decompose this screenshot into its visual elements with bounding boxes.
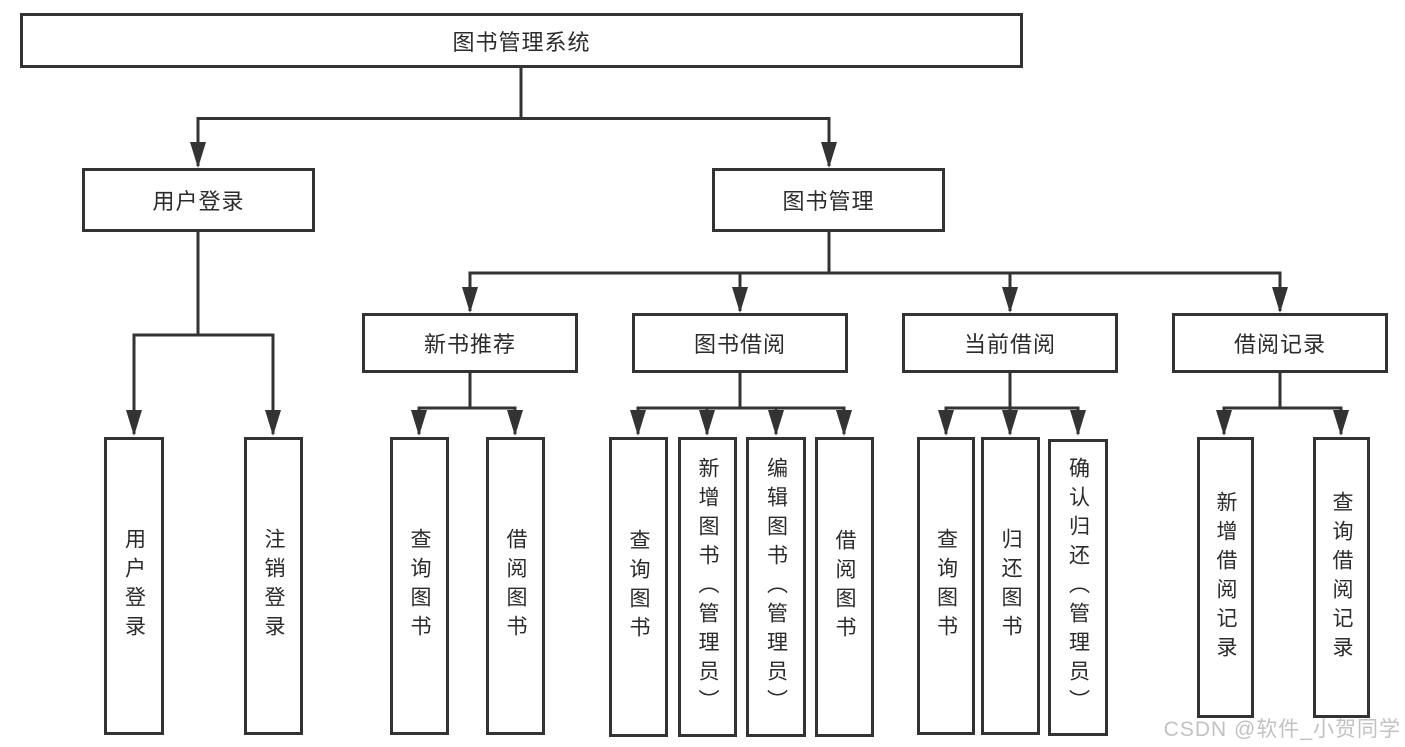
leaf-current-confirm-return-admin: 确认归还（管理员）: [1048, 439, 1108, 736]
leaf-current-query-books: 查询图书: [917, 437, 975, 735]
csdn-watermark: CSDN @软件_小贺同学: [1163, 718, 1401, 741]
node-user-login-label: 用户登录: [152, 189, 245, 214]
leaf-borrowing-edit-books-admin-label: 编辑图书（管理员）: [764, 456, 788, 718]
leaf-borrowing-borrow-books-label: 借阅图书: [833, 529, 856, 645]
leaf-logout-login: 注销登录: [244, 437, 303, 735]
leaf-records-query-record: 查询借阅记录: [1313, 437, 1370, 718]
node-borrowing-records: 借阅记录: [1172, 313, 1388, 373]
leaf-records-add-record-label: 新增借阅记录: [1214, 490, 1237, 665]
leaf-current-query-books-label: 查询图书: [934, 528, 958, 644]
leaf-recommend-query-books-label: 查询图书: [408, 528, 431, 644]
leaf-borrowing-borrow-books: 借阅图书: [815, 437, 874, 737]
node-current-borrowing: 当前借阅: [902, 313, 1118, 373]
node-user-login: 用户登录: [82, 168, 315, 232]
leaf-current-return-books: 归还图书: [981, 437, 1040, 735]
leaf-logout-login-label: 注销登录: [262, 528, 285, 644]
node-book-borrowing: 图书借阅: [632, 313, 848, 373]
leaf-recommend-query-books: 查询图书: [390, 437, 449, 735]
leaf-borrowing-edit-books-admin: 编辑图书（管理员）: [746, 437, 806, 737]
leaf-user-login: 用户登录: [104, 437, 164, 735]
node-new-book-recommend-label: 新书推荐: [423, 332, 516, 357]
node-book-borrowing-label: 图书借阅: [693, 332, 786, 357]
leaf-records-add-record: 新增借阅记录: [1197, 437, 1254, 718]
node-book-management-label: 图书管理: [782, 189, 875, 214]
leaf-current-return-books-label: 归还图书: [999, 528, 1022, 644]
leaf-borrowing-add-books-admin: 新增图书（管理员）: [678, 437, 737, 737]
leaf-borrowing-add-books-admin-label: 新增图书（管理员）: [696, 456, 719, 718]
node-current-borrowing-label: 当前借阅: [963, 332, 1056, 357]
leaf-recommend-borrow-books: 借阅图书: [486, 437, 545, 735]
node-new-book-recommend: 新书推荐: [362, 313, 578, 373]
node-borrowing-records-label: 借阅记录: [1233, 332, 1326, 357]
leaf-recommend-borrow-books-label: 借阅图书: [504, 528, 527, 644]
leaf-current-confirm-return-admin-label: 确认归还（管理员）: [1066, 457, 1090, 718]
leaf-borrowing-query-books-label: 查询图书: [627, 529, 650, 645]
leaf-records-query-record-label: 查询借阅记录: [1330, 490, 1353, 665]
node-library-system-label: 图书管理系统: [452, 29, 591, 55]
leaf-user-login-label: 用户登录: [122, 528, 146, 644]
node-library-system: 图书管理系统: [20, 13, 1023, 68]
leaf-borrowing-query-books: 查询图书: [609, 437, 668, 737]
node-book-management: 图书管理: [712, 168, 945, 232]
